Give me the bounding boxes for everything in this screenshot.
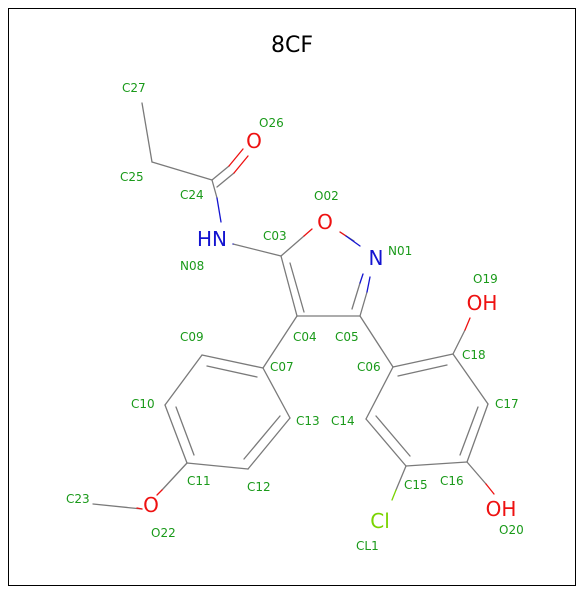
bond-c25-c24 xyxy=(151,161,213,181)
bond-c10-c11 xyxy=(164,404,188,464)
atom-o02: O xyxy=(317,210,333,234)
bond-c14-c06 xyxy=(365,366,394,420)
label-n01: N01 xyxy=(388,244,412,258)
bond-c15-c14 xyxy=(365,418,407,467)
hetero-bonds xyxy=(136,148,495,510)
label-c27: C27 xyxy=(122,81,146,95)
label-o22: O22 xyxy=(151,526,176,540)
bond-o02-n01-red xyxy=(339,231,347,237)
bond-c24-n08-blue xyxy=(216,197,222,223)
label-c24: C24 xyxy=(180,188,204,202)
label-c13: C13 xyxy=(296,414,320,428)
atom-o20: OH xyxy=(486,497,517,521)
bond-c09-c10 xyxy=(164,354,203,406)
label-c11: C11 xyxy=(187,474,211,488)
bond-c04-c07 xyxy=(262,315,298,369)
bond-o22-c23-grey xyxy=(92,503,143,510)
bonds xyxy=(92,102,489,510)
bond-c16-o20-red xyxy=(485,483,495,495)
bond-c11-c12 xyxy=(186,462,249,470)
bond-c07-c09-inner xyxy=(206,365,258,378)
bond-c24-o26-b-red xyxy=(233,155,249,174)
molecule-title: 8CF xyxy=(271,33,313,58)
bond-c24-o26-b-grey xyxy=(216,172,235,188)
label-c17: C17 xyxy=(495,397,519,411)
label-o26: O26 xyxy=(259,116,284,130)
atom-cl1: Cl xyxy=(370,509,390,533)
bond-c18-o19-grey xyxy=(452,329,466,355)
bond-c15-cl1-green xyxy=(391,489,397,501)
bond-n08-c03-grey xyxy=(232,243,282,257)
bond-c24-n08-grey xyxy=(211,179,218,199)
label-c12: C12 xyxy=(247,480,271,494)
label-o19: O19 xyxy=(473,272,498,286)
label-c10: C10 xyxy=(131,397,155,411)
bond-c06-c18 xyxy=(392,353,454,368)
label-c14: C14 xyxy=(331,414,355,428)
bond-c05-n01-blue xyxy=(366,276,371,293)
bond-c24-o26-a-red xyxy=(228,148,244,167)
label-c03: C03 xyxy=(263,229,287,243)
bond-c17-c16-inner xyxy=(459,406,479,456)
bond-c03-c04 xyxy=(280,255,298,317)
bond-c13-c07 xyxy=(262,367,291,419)
label-o20: O20 xyxy=(499,523,524,537)
bond-c05-c06 xyxy=(359,315,394,368)
bond-c03-o02-grey xyxy=(280,235,305,257)
bond-c11-o22-grey xyxy=(161,462,188,491)
bond-c05-n01-grey xyxy=(359,291,368,317)
label-c15: C15 xyxy=(404,478,428,492)
label-c05: C05 xyxy=(335,330,359,344)
bond-c10-c11-inner xyxy=(175,406,195,456)
bond-c15-cl1-grey xyxy=(395,465,407,491)
atom-o19: OH xyxy=(467,291,498,315)
bond-c03-c04-inner xyxy=(289,262,305,313)
bond-c18-o19-red xyxy=(464,317,471,331)
bond-c05-n01-inner-blue xyxy=(359,273,364,284)
bond-c17-c16 xyxy=(466,403,489,463)
bond-c24-o26-a-grey xyxy=(211,165,230,181)
atom-o22: O xyxy=(143,493,159,517)
bond-o22-c23-red xyxy=(136,507,143,510)
bond-c16-c15 xyxy=(405,461,468,467)
label-c09: C09 xyxy=(180,330,204,344)
bond-o02-n01-blue xyxy=(345,235,361,247)
label-c06: C06 xyxy=(357,360,381,374)
bond-c03-o02-red xyxy=(303,228,313,237)
label-c16: C16 xyxy=(440,474,464,488)
label-c25: C25 xyxy=(120,170,144,184)
atom-o26: O xyxy=(246,129,262,153)
label-cl1: CL1 xyxy=(356,539,379,553)
bond-c18-c17 xyxy=(452,353,489,405)
atom-n01: N xyxy=(369,246,384,270)
label-c04: C04 xyxy=(293,330,317,344)
bond-c07-c09 xyxy=(201,354,264,369)
atom-symbols: O HN O N OH O OH Cl xyxy=(143,129,516,533)
bond-c27-c25 xyxy=(141,102,153,163)
bond-c12-c13-inner xyxy=(243,415,281,460)
bond-c16-o20-grey xyxy=(466,461,487,485)
label-c23: C23 xyxy=(66,492,90,506)
label-o02: O02 xyxy=(314,189,339,203)
bond-c15-c14-inner xyxy=(375,415,411,457)
bond-c11-o22-red xyxy=(156,489,163,496)
atom-labels: C27 O26 C25 C24 O02 C03 N01 N08 O19 C04 … xyxy=(66,81,524,553)
bond-c05-n01-inner-grey xyxy=(351,282,361,310)
label-n08: N08 xyxy=(180,259,204,273)
label-c07: C07 xyxy=(270,360,294,374)
bond-c12-c13 xyxy=(247,417,291,470)
label-c18: C18 xyxy=(462,348,486,362)
atom-n08: HN xyxy=(197,227,227,251)
bond-c06-c18-inner xyxy=(397,364,448,377)
